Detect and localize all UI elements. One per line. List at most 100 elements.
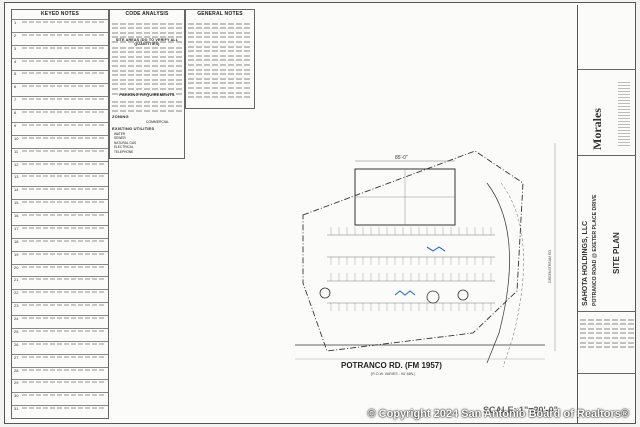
- utility-item: NATURAL GAS: [114, 140, 137, 145]
- dim-top: 85'-0": [395, 155, 408, 161]
- keyed-note-row: 30: [12, 392, 108, 406]
- project-line1: SAHOTA HOLDINGS, LLC: [582, 220, 589, 306]
- sheet-number-box: [578, 373, 636, 424]
- keyed-note-number: 7: [14, 97, 17, 103]
- issue-box: [578, 311, 636, 374]
- road-name: POTRANCO RD. (FM 1957): [341, 361, 442, 370]
- keyed-note-number: 31: [14, 406, 19, 412]
- keyed-note-row: 7: [12, 96, 108, 110]
- keyed-note-number: 1: [14, 20, 17, 25]
- keyed-notes-header: KEYED NOTES: [40, 11, 80, 17]
- utility-item: ELECTRICAL: [114, 145, 134, 150]
- keyed-note-row: 12: [12, 160, 108, 175]
- firm-name: Morales: [590, 108, 604, 150]
- keyed-note-number: 27: [14, 354, 19, 360]
- keyed-note-number: 18: [14, 238, 19, 244]
- keyed-note-number: 23: [14, 303, 19, 309]
- keyed-note-row: 13: [12, 173, 108, 187]
- keyed-note-row: 20: [12, 263, 108, 278]
- site-feature: [426, 290, 440, 304]
- keyed-note-number: 20: [14, 264, 19, 270]
- keyed-note-number: 17: [14, 225, 19, 231]
- keyed-note-number: 26: [14, 341, 19, 347]
- keyed-note-row: 17: [12, 224, 108, 239]
- keyed-note-row: 19: [12, 250, 108, 265]
- keyed-note-number: 14: [14, 187, 19, 193]
- keyed-note-number: 4: [14, 58, 17, 64]
- keyed-note-row: 5: [12, 70, 108, 84]
- keyed-note-row: 6: [12, 83, 108, 97]
- keyed-note-row: 26: [12, 340, 108, 355]
- keyed-note-row: 3: [12, 44, 108, 59]
- site-feature: [457, 289, 469, 301]
- code-analysis-header: CODE ANALYSIS: [125, 11, 169, 17]
- keyed-note-row: 21: [12, 276, 108, 290]
- firm-box: Morales: [578, 69, 636, 156]
- code-analysis-panel: CODE ANALYSIS SITE AREAS (DO TO VERIFY A…: [109, 9, 185, 159]
- keyed-note-number: 13: [14, 174, 19, 180]
- keyed-note-row: 18: [12, 237, 108, 252]
- keyed-note-number: 11: [14, 148, 19, 154]
- keyed-note-row: 29: [12, 379, 108, 393]
- keyed-note-number: 21: [14, 277, 19, 283]
- road-subtext: (R.O.W. VARIES - 90' MIN.): [371, 372, 416, 376]
- keyed-note-number: 6: [14, 84, 17, 90]
- keyed-note-number: 28: [14, 367, 19, 373]
- keyed-note-number: 25: [14, 328, 19, 334]
- general-notes-header: GENERAL NOTES: [197, 11, 243, 17]
- site-areas-header: SITE AREAS (DO TO VERIFY ALL QUANTITIES): [115, 38, 179, 46]
- keyed-note-number: 5: [14, 71, 17, 77]
- property-boundary: [302, 150, 524, 352]
- parking-header: PARKING REQUIREMENTS: [119, 92, 175, 97]
- accessible-parking-marks: [394, 246, 446, 296]
- keyed-note-row: 8: [12, 109, 108, 123]
- keyed-note-row: 1: [12, 19, 108, 33]
- keyed-note-row: 11: [12, 147, 108, 162]
- scale-note: SCALE: 1"=20'-0": [483, 405, 558, 415]
- keyed-note-number: 16: [14, 213, 19, 219]
- keyed-note-row: 15: [12, 199, 108, 213]
- keyed-note-row: 31: [12, 405, 108, 419]
- keyed-note-row: 9: [12, 121, 108, 136]
- keyed-note-row: 23: [12, 302, 108, 316]
- parking-stalls: [327, 234, 495, 304]
- utility-item: TELEPHONE: [114, 149, 134, 154]
- side-road-label: GREENSTREAM RD.: [548, 249, 552, 283]
- project-box: SAHOTA HOLDINGS, LLC POTRANCO ROAD @ EXE…: [578, 155, 636, 312]
- keyed-note-row: 4: [12, 57, 108, 72]
- keyed-note-number: 9: [14, 122, 17, 128]
- keyed-note-row: 24: [12, 315, 108, 329]
- sheet-title: SITE PLAN: [612, 232, 621, 274]
- keyed-note-number: 8: [14, 110, 17, 116]
- site-feature: [319, 287, 331, 299]
- keyed-note-row: 16: [12, 212, 108, 226]
- copyright-watermark: © Copyright 2024 San Antonio Board of Re…: [367, 408, 630, 420]
- keyed-note-number: 22: [14, 290, 19, 296]
- keyed-note-row: 14: [12, 186, 108, 200]
- keyed-note-number: 30: [14, 393, 19, 399]
- keyed-note-number: 19: [14, 251, 19, 257]
- keyed-note-number: 3: [14, 45, 17, 51]
- zoning-value: COMMERCIAL: [146, 120, 169, 124]
- keyed-note-number: 24: [14, 316, 19, 322]
- keyed-note-row: 27: [12, 353, 108, 368]
- keyed-note-number: 12: [14, 161, 19, 167]
- keyed-note-row: 28: [12, 366, 108, 381]
- keyed-note-row: 10: [12, 134, 108, 149]
- keyed-note-row: 22: [12, 289, 108, 303]
- project-line2: POTRANCO ROAD @ EXETER PLACE DRIVE: [592, 194, 598, 306]
- keyed-note-row: 25: [12, 327, 108, 342]
- site-plan-drawing: 85'-0" GREENSTREAM RD.: [295, 143, 556, 368]
- zoning-header: ZONING: [112, 114, 129, 119]
- utility-item: WATER: [114, 132, 126, 136]
- title-block: Morales SAHOTA HOLDINGS, LLC POTRANCO RO…: [577, 5, 636, 423]
- keyed-note-number: 10: [14, 135, 19, 141]
- general-notes-panel: GENERAL NOTES: [185, 9, 255, 109]
- existing-utilities-header: EXISTING UTILITIES: [112, 126, 155, 131]
- drive-curve: [486, 182, 510, 364]
- keyed-note-number: 15: [14, 200, 19, 206]
- keyed-note-row: 2: [12, 31, 108, 46]
- utility-item: SEWER: [114, 136, 126, 141]
